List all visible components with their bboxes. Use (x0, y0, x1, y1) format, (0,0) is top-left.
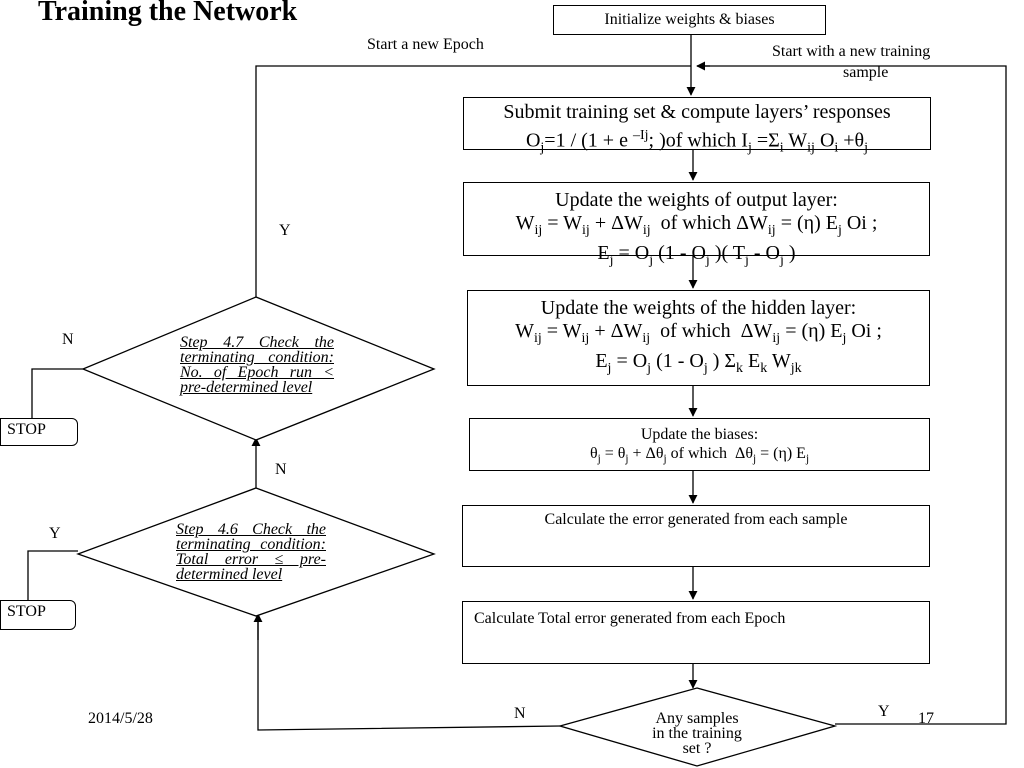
submit-box-line1: Submit training set & compute layers’ re… (503, 101, 891, 123)
page-title: Training the Network (38, 0, 298, 27)
submit-box: Submit training set & compute layers’ re… (463, 97, 931, 156)
hidden-layer-formula2: Ej = Oj (1 - Oj ) Σk Ek Wjk (595, 350, 802, 376)
branch-label-n-samples: N (514, 705, 526, 722)
step46-diamond (76, 487, 436, 617)
branch-label-y-samples: Y (878, 703, 890, 720)
arrow-to-stop-bottom (27, 550, 78, 600)
page-number: 17 (918, 710, 934, 727)
samples-decision-diamond (557, 687, 838, 767)
label-start-new-epoch: Start a new Epoch (367, 36, 484, 53)
hidden-layer-line1: Update the weights of the hidden layer: (540, 297, 857, 319)
step46-text: Step 4.6 Check the terminating condition… (176, 521, 326, 583)
initialize-box-text: Initialize weights & biases (604, 11, 775, 28)
hidden-layer-box: Update the weights of the hidden layer: … (467, 290, 930, 386)
output-layer-box: Update the weights of output layer: Wij … (463, 182, 930, 268)
branch-label-n-step47: N (62, 331, 74, 348)
branch-label-n-step46: N (275, 461, 287, 478)
output-layer-formula2: Ej = Oj (1 - Oj )( Tj - Oj ) (597, 242, 796, 268)
samples-decision-text: Any samples in the training set ? (652, 710, 742, 757)
hidden-layer-formula1: Wij = Wij + ΔWij of which ΔWij = (η) Ej … (515, 320, 882, 346)
submit-box-formula: Oj=1 / (1 + e –Ij; )of which Ij =Σi Wij … (525, 128, 869, 156)
biases-line1: Update the biases: (640, 426, 759, 443)
label-start-new-sample-2: sample (843, 64, 889, 81)
error-epoch-text: Calculate Total error generated from eac… (474, 610, 786, 627)
step47-text: Step 4.7 Check the terminating condition… (180, 334, 334, 396)
step47-diamond (81, 296, 436, 441)
error-epoch-box: Calculate Total error generated from eac… (462, 601, 930, 664)
stop-terminal-top: STOP (0, 418, 78, 446)
branch-label-y-step47: Y (279, 222, 291, 239)
error-sample-text: Calculate the error generated from each … (544, 511, 848, 528)
loop-new-epoch (255, 65, 691, 297)
biases-formula: θj = θj + Δθj of which Δθj = (η) Ej (589, 445, 810, 466)
label-start-new-sample: Start with a new training (772, 43, 931, 60)
output-layer-formula1: Wij = Wij + ΔWij of which ΔWij = (η) Ej … (515, 212, 878, 238)
error-sample-box: Calculate the error generated from each … (462, 505, 930, 567)
loop-new-sample (697, 65, 1007, 725)
stop-terminal-bottom: STOP (0, 600, 76, 630)
biases-box: Update the biases: θj = θj + Δθj of whic… (469, 418, 930, 471)
footer-date: 2014/5/28 (88, 710, 153, 727)
branch-label-y-step46: Y (49, 525, 61, 542)
initialize-box: Initialize weights & biases (553, 5, 826, 35)
arrow-to-stop-top (31, 368, 83, 418)
output-layer-line1: Update the weights of output layer: (555, 189, 838, 211)
